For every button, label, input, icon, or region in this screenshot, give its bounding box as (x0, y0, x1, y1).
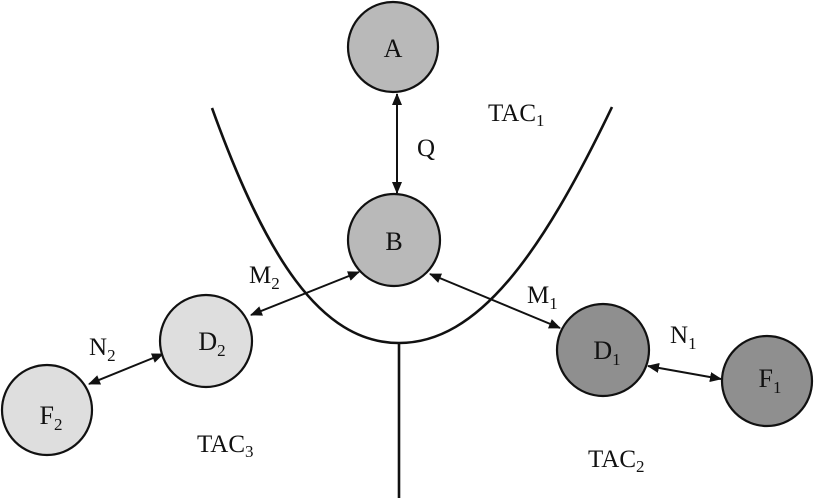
node-f2: F2 (0, 363, 94, 457)
node-d2-circle (158, 293, 254, 389)
node-f2-label: F2 (40, 401, 63, 434)
node-a-circle (346, 0, 440, 94)
edge-label-m1: M1 (527, 282, 558, 313)
edge-label-n1: N1 (670, 322, 697, 353)
node-a-label: A (384, 34, 403, 63)
node-d2-label: D2 (198, 327, 225, 360)
node-b-label: B (385, 227, 402, 256)
edge-label-q: Q (417, 135, 435, 162)
link-b-d2 (250, 271, 360, 316)
edge-label-m2: M2 (249, 262, 280, 293)
edge-label-n2: N2 (89, 334, 116, 365)
node-a: A (346, 0, 440, 94)
region-label-tac3: TAC3 (197, 431, 254, 461)
link-d1-f1 (647, 363, 722, 382)
node-d1-circle (555, 302, 651, 398)
node-b-circle (346, 192, 442, 288)
node-d2: D2 (158, 293, 254, 389)
node-f1: F1 (720, 334, 814, 428)
node-d1-label: D1 (593, 336, 620, 369)
region-label-tac1: TAC1 (488, 100, 545, 130)
node-f1-label: F1 (759, 364, 782, 397)
link-d2-f2 (88, 353, 164, 385)
node-f1-circle (720, 334, 814, 428)
node-f2-circle (0, 363, 94, 457)
region-label-tac2: TAC2 (588, 446, 645, 476)
node-b: B (346, 192, 442, 288)
link-b-d1 (429, 273, 561, 329)
node-d1: D1 (555, 302, 651, 398)
